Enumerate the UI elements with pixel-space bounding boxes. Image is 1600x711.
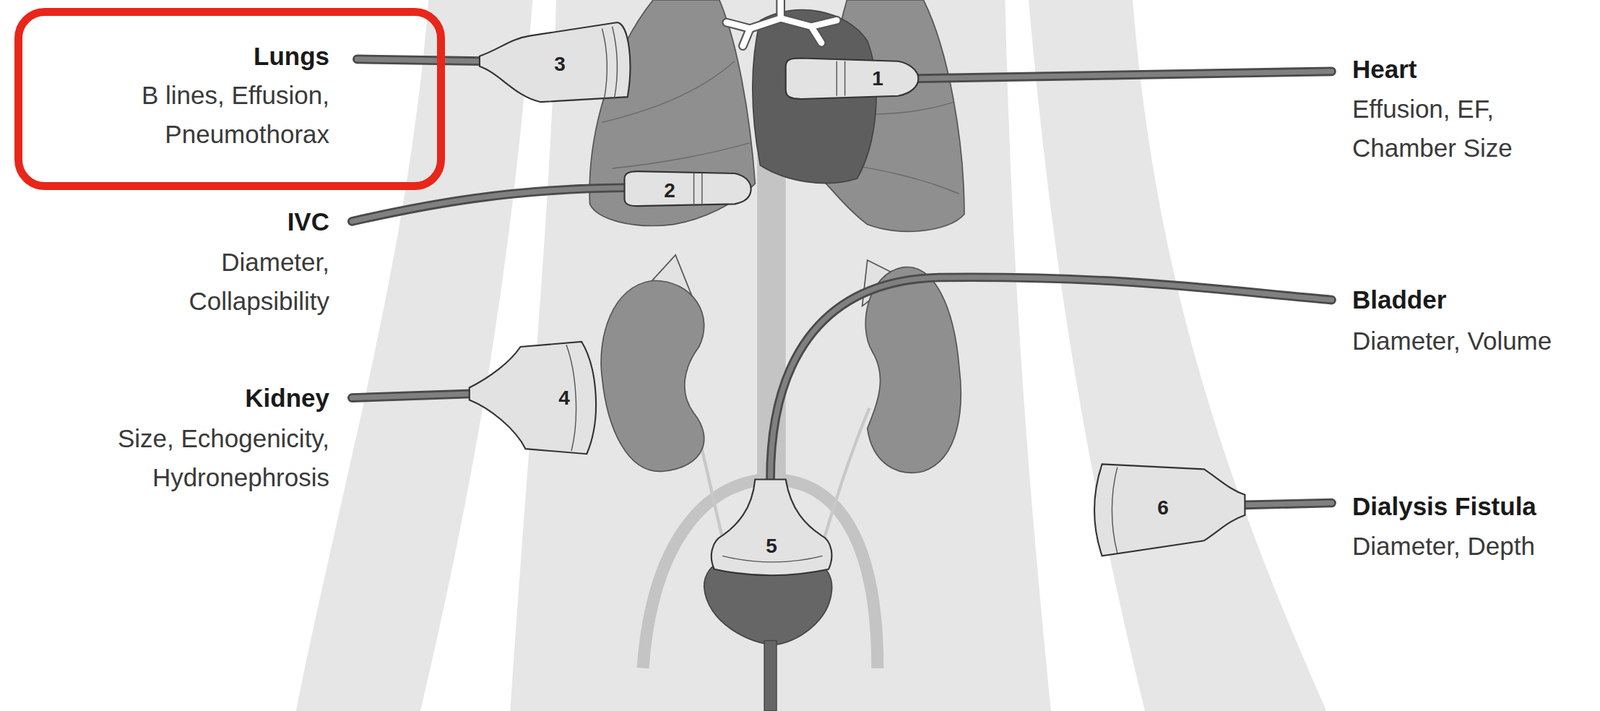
callout-number: 5 — [765, 535, 778, 557]
callout-number: 6 — [1157, 496, 1169, 519]
finding-list: Diameter, Depth — [1352, 526, 1591, 566]
finding-list: Size, Echogenicity, Hydronephrosis — [26, 418, 330, 497]
organ-title: Dialysis Fistula — [1352, 486, 1591, 526]
text-group: LungsB lines, Effusion, Pneumothorax — [22, 36, 330, 154]
finding-list: Effusion, EF, Chamber Size — [1352, 89, 1598, 168]
callout-number: 4 — [558, 387, 570, 409]
organ-title: Bladder — [1352, 280, 1591, 320]
callout-number: 1 — [871, 67, 884, 90]
callout-number: 3 — [554, 53, 566, 76]
callout-number: 2 — [663, 179, 676, 202]
organ-title: Kidney — [26, 378, 330, 418]
finding-list: Diameter, Collapsibility — [112, 242, 330, 321]
organ-title: Heart — [1352, 49, 1598, 89]
finding-list: B lines, Effusion, Pneumothorax — [22, 75, 330, 154]
organ-title: IVC — [112, 202, 330, 242]
organ-title: Lungs — [22, 36, 330, 76]
finding-list: Diameter, Volume — [1352, 321, 1591, 361]
highlight-box: LungsB lines, Effusion, Pneumothorax — [14, 7, 445, 190]
